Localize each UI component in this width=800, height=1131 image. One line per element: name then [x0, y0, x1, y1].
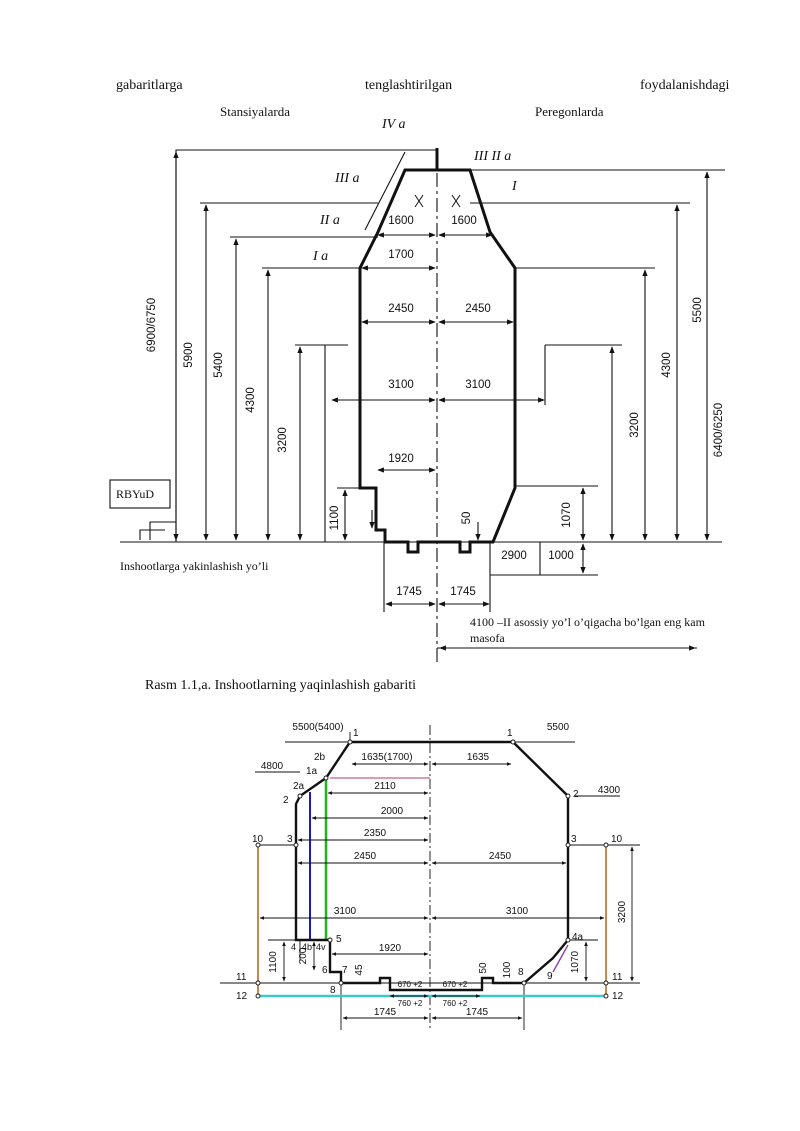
dim-1000: 1000	[548, 550, 574, 562]
d-200: 200	[298, 947, 309, 964]
d-2350: 2350	[364, 828, 387, 839]
d-670-right: 670 +2	[443, 980, 468, 989]
pt-1-left: 1	[353, 728, 359, 739]
dim-3100-right: 3100	[465, 379, 491, 391]
peregons-label: Peregonlarda	[535, 104, 604, 119]
approach-label: Inshootlarga yakinlashish yo’li	[120, 559, 269, 573]
d-1920: 1920	[379, 943, 402, 954]
gabarit-1: I	[511, 179, 518, 194]
d-3100-right: 3100	[506, 906, 529, 917]
pt-4a: 4a	[572, 932, 584, 943]
dim-50: 50	[461, 512, 473, 525]
dim-1600-right: 1600	[451, 215, 477, 227]
pt-3-left: 3	[287, 834, 293, 845]
dim-1700: 1700	[388, 249, 414, 261]
pt-4: 4	[291, 942, 296, 952]
pt-1a: 1a	[306, 766, 318, 777]
d-1070: 1070	[570, 950, 581, 973]
dim-6900: 6900/6750	[146, 298, 158, 352]
gabarit-1a: I a	[312, 249, 328, 264]
pt-5: 5	[336, 934, 342, 945]
pt-1-right: 1	[507, 728, 513, 739]
d-100: 100	[502, 961, 513, 978]
pt-8-left: 8	[330, 985, 336, 996]
pt-2-left: 2	[283, 795, 289, 806]
pt-2b: 2b	[314, 752, 326, 763]
d-670-left: 670 +2	[398, 980, 423, 989]
pt-2a: 2a	[293, 781, 305, 792]
d-1635-right: 1635	[467, 752, 490, 763]
note-line-1: 4100 –II asossiy yo’l o’qigacha bo’lgan …	[470, 615, 706, 629]
pt-9: 9	[547, 971, 553, 982]
d-1745-left: 1745	[374, 1007, 397, 1018]
figure-caption: Rasm 1.1,a. Inshootlarning yaqinlashish …	[145, 678, 417, 693]
d-3100-left: 3100	[334, 906, 357, 917]
pt-4b: 4b	[302, 942, 312, 952]
dim-4300-right: 4300	[661, 352, 673, 378]
gabarit-3a2a: III II a	[473, 149, 511, 164]
d-1745-right: 1745	[466, 1007, 489, 1018]
d-1635-left: 1635(1700)	[361, 752, 412, 763]
dim-4300-left: 4300	[245, 387, 257, 413]
rbyud-label: RBYuD	[116, 487, 154, 501]
d-2450-right: 2450	[489, 851, 512, 862]
dim-2900: 2900	[501, 550, 527, 562]
gabarit-4a: IV a	[381, 117, 405, 132]
d-2110: 2110	[374, 781, 396, 792]
dim-1745-left: 1745	[396, 586, 422, 598]
t-5500-right: 5500	[547, 722, 570, 733]
d-1100: 1100	[268, 951, 279, 973]
clearance-diagram-1: Stansiyalarda Peregonlarda IV a III II a…	[109, 104, 725, 662]
dim-1920: 1920	[388, 453, 414, 465]
dim-3200-right: 3200	[629, 412, 641, 438]
t-5500-left: 5500(5400)	[292, 722, 343, 733]
header-word-1: gabaritlarga	[116, 78, 183, 93]
d-760-right: 760 +2	[443, 999, 468, 1008]
d-3200: 3200	[617, 900, 628, 923]
dim-1745-right: 1745	[450, 586, 476, 598]
dim-1600-left: 1600	[388, 215, 414, 227]
clearance-diagram-2: 5500(5400) 5500 4800 4300 1635(1700) 163…	[220, 722, 640, 1030]
pt-10-left: 10	[252, 834, 264, 845]
pt-11-right: 11	[612, 972, 623, 983]
dim-2450-left: 2450	[388, 303, 414, 315]
t-4800: 4800	[261, 761, 284, 772]
dim-3100-left: 3100	[388, 379, 414, 391]
header-word-3: foydalanishdagi	[640, 78, 730, 93]
pt-7: 7	[342, 965, 348, 976]
d-2450-left: 2450	[354, 851, 377, 862]
dim-6400: 6400/6250	[713, 403, 725, 457]
d-2000: 2000	[381, 806, 404, 817]
pt-12-left: 12	[236, 991, 248, 1002]
dim-5400: 5400	[213, 352, 225, 378]
dim-2450-right: 2450	[465, 303, 491, 315]
t-4300: 4300	[598, 785, 621, 796]
pt-8-right: 8	[518, 967, 524, 978]
dim-5500: 5500	[692, 297, 704, 323]
d-760-left: 760 +2	[398, 999, 423, 1008]
dim-1100: 1100	[329, 506, 341, 531]
note-line-2: masofa	[470, 631, 505, 645]
d-50: 50	[478, 962, 489, 974]
dim-5900: 5900	[183, 342, 195, 368]
stations-label: Stansiyalarda	[220, 104, 290, 119]
pt-12-right: 12	[612, 991, 624, 1002]
pt-4v: 4v	[316, 942, 326, 952]
pt-10-right: 10	[611, 834, 623, 845]
pt-11-left: 11	[236, 972, 247, 983]
gabarit-2a: II a	[319, 213, 340, 228]
dim-3200-left: 3200	[277, 427, 289, 453]
gabarit-3a: III a	[334, 171, 360, 186]
header-word-2: tenglashtirilgan	[365, 78, 453, 93]
pt-2-right: 2	[573, 789, 579, 800]
dim-1070: 1070	[561, 502, 573, 528]
d-45: 45	[354, 964, 365, 976]
pt-6: 6	[322, 965, 328, 976]
pt-3-right: 3	[571, 834, 577, 845]
